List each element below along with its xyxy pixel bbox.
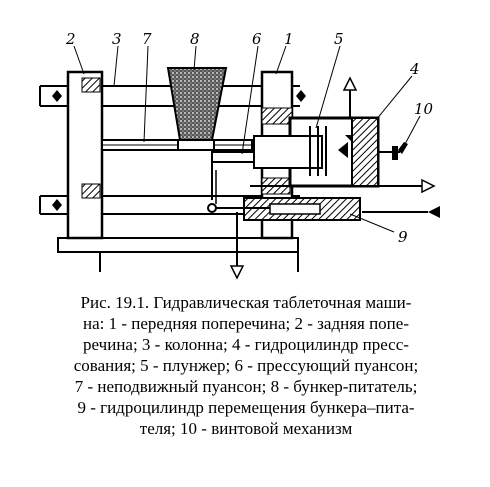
caption-line: теля; 10 - винтовой механизм: [139, 419, 353, 438]
machine-base: [57, 237, 299, 272]
leader-lines: [73, 45, 421, 233]
label-10: 10: [414, 100, 434, 118]
label-7: 7: [142, 30, 152, 48]
press-machine-diagram: 2 3 7 8 6 1 5 4 10 9: [39, 30, 440, 280]
feeder-cylinder: [207, 197, 361, 221]
label-4: 4: [409, 60, 420, 78]
label-5: 5: [334, 30, 344, 48]
caption-line: Рис. 19.1. Гидравлическая таблеточная ма…: [80, 293, 412, 312]
screw-mechanism: [378, 142, 408, 160]
caption-line: сования; 5 - плунжер; 6 - прессующий пуа…: [73, 356, 419, 375]
label-1: 1: [284, 30, 294, 48]
hydraulic-lines: [229, 76, 440, 280]
label-3: 3: [112, 30, 122, 48]
label-9: 9: [398, 228, 408, 246]
rear-crosshead: [66, 70, 104, 240]
caption-line: речина; 3 - колонна; 4 - гидроцилиндр пр…: [83, 335, 409, 354]
figure-caption: Рис. 19.1. Гидравлическая таблеточная ма…: [26, 292, 466, 439]
label-8: 8: [190, 30, 200, 48]
caption-line: на: 1 - передняя поперечина; 2 - задняя …: [83, 314, 409, 333]
label-6: 6: [252, 30, 262, 48]
hopper-feeder: [166, 67, 228, 151]
caption-line: 7 - неподвижный пуансон; 8 - бункер-пита…: [74, 377, 418, 396]
caption-line: 9 - гидроцилиндр перемещения бункера–пит…: [77, 398, 415, 417]
plunger: [253, 126, 327, 176]
label-2: 2: [65, 30, 76, 48]
